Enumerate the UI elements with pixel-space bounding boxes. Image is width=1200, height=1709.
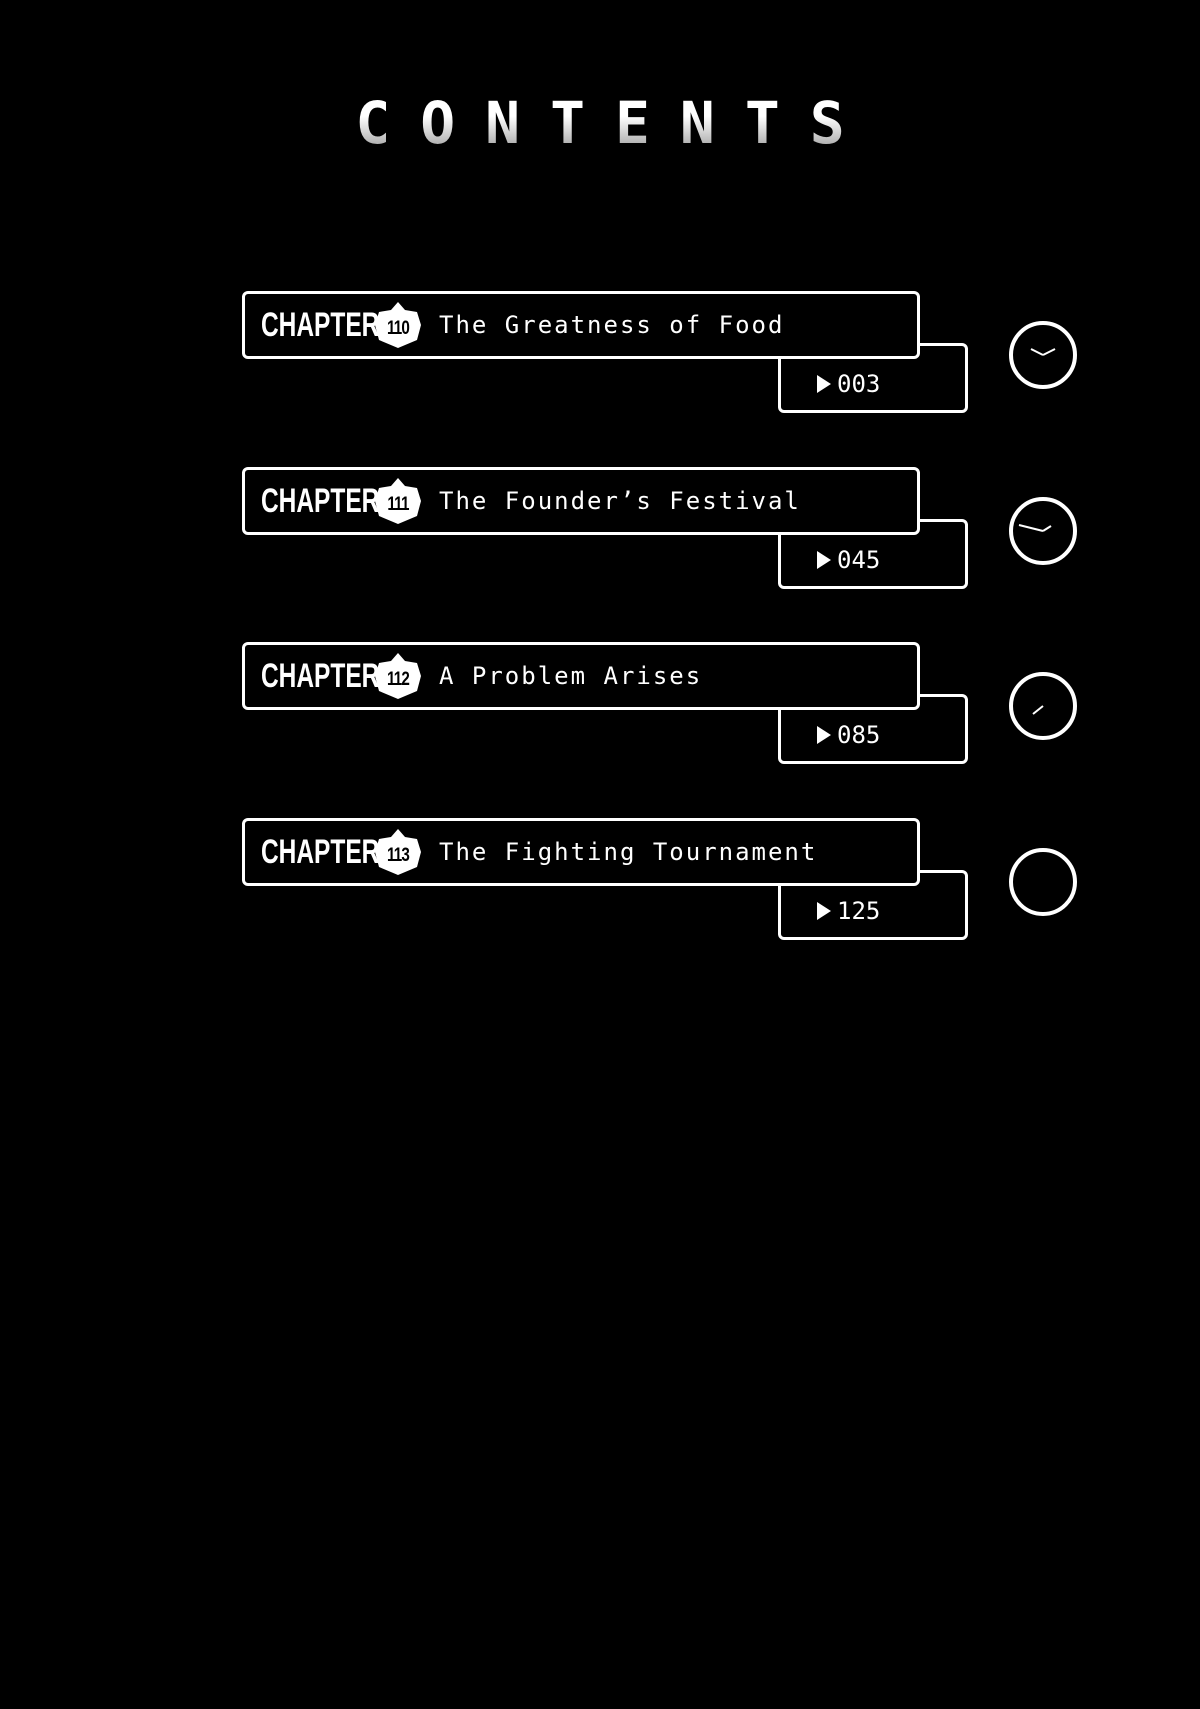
clock-icon	[1009, 497, 1077, 565]
play-icon	[817, 375, 831, 393]
chapter-number-badge: 112	[373, 651, 423, 701]
chapter-number-badge: 111	[373, 476, 423, 526]
toc-entry-111[interactable]: CHAPTER 111 The Founder’s Festival 045	[242, 467, 1082, 597]
clock-icon	[1009, 848, 1077, 916]
contents-title: CONTENTS	[0, 88, 1200, 158]
chapter-title-box[interactable]: CHAPTER 111 The Founder’s Festival	[242, 467, 920, 535]
chapter-number-badge: 110	[373, 300, 423, 350]
badge-shape-icon	[375, 653, 421, 699]
chapter-number: 113	[386, 845, 410, 866]
chapter-label: CHAPTER	[261, 482, 380, 520]
chapter-label: CHAPTER	[261, 306, 380, 344]
chapter-title: The Fighting Tournament	[439, 838, 818, 866]
chapter-label: CHAPTER	[261, 657, 380, 695]
chapter-title: The Greatness of Food	[439, 311, 785, 339]
chapter-number: 112	[386, 669, 410, 690]
page-number-box[interactable]: 003	[778, 343, 968, 413]
clock-icon	[1009, 321, 1077, 389]
chapter-title-box[interactable]: CHAPTER 113 The Fighting Tournament	[242, 818, 920, 886]
badge-shape-icon	[375, 302, 421, 348]
toc-entry-110[interactable]: CHAPTER 110 The Greatness of Food 003	[242, 291, 1082, 421]
chapter-title: A Problem Arises	[439, 662, 703, 690]
page-number: 125	[837, 897, 881, 925]
chapter-number: 110	[386, 318, 410, 339]
chapter-title-box[interactable]: CHAPTER 110 The Greatness of Food	[242, 291, 920, 359]
chapter-title-box[interactable]: CHAPTER 112 A Problem Arises	[242, 642, 920, 710]
badge-shape-icon	[375, 829, 421, 875]
play-icon	[817, 726, 831, 744]
play-icon	[817, 551, 831, 569]
clock-icon	[1009, 672, 1077, 740]
toc-entry-112[interactable]: CHAPTER 112 A Problem Arises 085	[242, 642, 1082, 772]
page-number: 045	[837, 546, 881, 574]
badge-shape-icon	[375, 478, 421, 524]
chapter-number-badge: 113	[373, 827, 423, 877]
chapter-label: CHAPTER	[261, 833, 380, 871]
chapter-number: 111	[387, 494, 409, 515]
chapter-title: The Founder’s Festival	[439, 487, 801, 515]
page-number: 003	[837, 370, 881, 398]
toc-entry-113[interactable]: CHAPTER 113 The Fighting Tournament 125	[242, 818, 1082, 948]
play-icon	[817, 902, 831, 920]
page-number: 085	[837, 721, 881, 749]
